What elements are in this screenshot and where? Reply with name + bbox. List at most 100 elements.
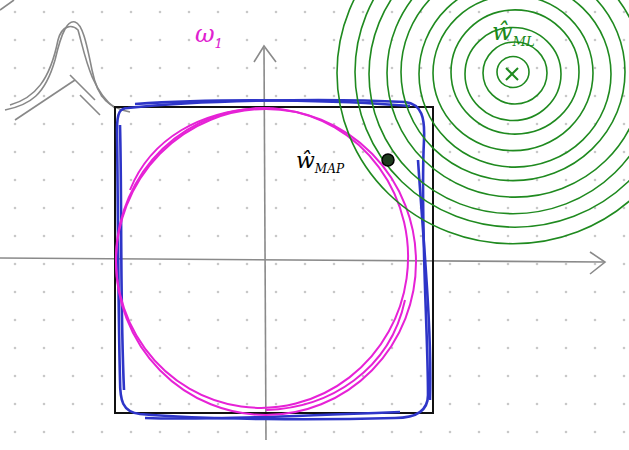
grid-dot	[333, 403, 336, 406]
grid-dot	[101, 179, 104, 182]
grid-dot	[43, 95, 46, 98]
grid-dot	[43, 151, 46, 154]
grid-dot	[275, 123, 278, 126]
grid-dot	[130, 319, 133, 322]
grid-dot	[130, 39, 133, 42]
grid-dot	[507, 291, 510, 294]
grid-dot	[246, 235, 249, 238]
grid-dot	[72, 11, 75, 14]
l-infinity-box	[115, 107, 433, 413]
grid-dot	[333, 235, 336, 238]
grid-dot	[275, 347, 278, 350]
grid-dot	[246, 95, 249, 98]
grid-dot	[246, 291, 249, 294]
grid-dot	[159, 95, 162, 98]
grid-dot	[594, 319, 597, 322]
grid-dot	[565, 179, 568, 182]
grid-dot	[391, 207, 394, 210]
grid-dot	[449, 207, 452, 210]
grid-dot	[43, 403, 46, 406]
grid-dot	[43, 39, 46, 42]
grid-dot	[333, 263, 336, 266]
grid-dot	[304, 235, 307, 238]
grid-dot	[246, 179, 249, 182]
grid-dot	[594, 347, 597, 350]
grid-dot	[420, 375, 423, 378]
grid-dot	[536, 151, 539, 154]
grid-dot	[43, 375, 46, 378]
grid-dot	[188, 403, 191, 406]
grid-dot	[101, 151, 104, 154]
grid-dot	[304, 263, 307, 266]
grid-dot	[420, 403, 423, 406]
grid-dot	[478, 151, 481, 154]
grid-dot	[333, 67, 336, 70]
grid-dot	[536, 347, 539, 350]
grid-dot	[565, 67, 568, 70]
contour-ring	[419, 0, 611, 167]
grid-dot	[130, 179, 133, 182]
grid-dot	[565, 291, 568, 294]
grid-dot	[391, 375, 394, 378]
grid-dot	[391, 235, 394, 238]
grid-dot	[246, 431, 249, 434]
grid-dot	[246, 319, 249, 322]
grid-dot	[623, 291, 626, 294]
grid-dot	[362, 403, 365, 406]
grid-dot	[275, 179, 278, 182]
grid-dot	[14, 39, 17, 42]
grid-dot	[420, 347, 423, 350]
grid-dot	[623, 179, 626, 182]
grid-dot	[72, 179, 75, 182]
grid-dot	[130, 375, 133, 378]
grid-dot	[536, 403, 539, 406]
grid-dot	[159, 39, 162, 42]
grid-dot	[536, 235, 539, 238]
grid-dot	[536, 123, 539, 126]
grid-dot	[72, 375, 75, 378]
grid-dot	[449, 235, 452, 238]
grid-dot	[623, 263, 626, 266]
grid-dot	[333, 95, 336, 98]
grid-dot	[536, 263, 539, 266]
grid-dot	[594, 235, 597, 238]
grid-dot	[623, 403, 626, 406]
grid-dot	[594, 67, 597, 70]
contour-ring	[369, 0, 629, 214]
grid-dot	[14, 11, 17, 14]
grid-dot	[188, 291, 191, 294]
grid-dot	[101, 67, 104, 70]
grid-dot	[420, 67, 423, 70]
grid-dot	[188, 347, 191, 350]
grid-dot	[507, 207, 510, 210]
contour-ring	[433, 0, 593, 151]
grid-dot	[594, 375, 597, 378]
grid-dot	[275, 263, 278, 266]
grid-dot	[72, 291, 75, 294]
grid-dot	[275, 375, 278, 378]
grid-dot	[188, 95, 191, 98]
grid-dot	[333, 431, 336, 434]
grid-dot	[246, 263, 249, 266]
grid-dot	[130, 95, 133, 98]
grid-dot	[304, 123, 307, 126]
grid-dot	[449, 431, 452, 434]
grid-dot	[130, 347, 133, 350]
grid-dot	[449, 375, 452, 378]
grid-dot	[478, 263, 481, 266]
grid-dot	[536, 39, 539, 42]
grid-dot	[304, 431, 307, 434]
grid-dot	[565, 319, 568, 322]
contour-ring	[401, 0, 625, 181]
grid-dot	[159, 319, 162, 322]
grid-dot	[478, 375, 481, 378]
grid-dot	[594, 291, 597, 294]
grid-dot	[14, 179, 17, 182]
grid-dot	[362, 67, 365, 70]
grid-dot	[507, 263, 510, 266]
grid-dot	[478, 179, 481, 182]
grid-dot	[420, 123, 423, 126]
contour-ring	[451, 10, 579, 134]
grid-dot	[14, 67, 17, 70]
grid-dot	[275, 403, 278, 406]
